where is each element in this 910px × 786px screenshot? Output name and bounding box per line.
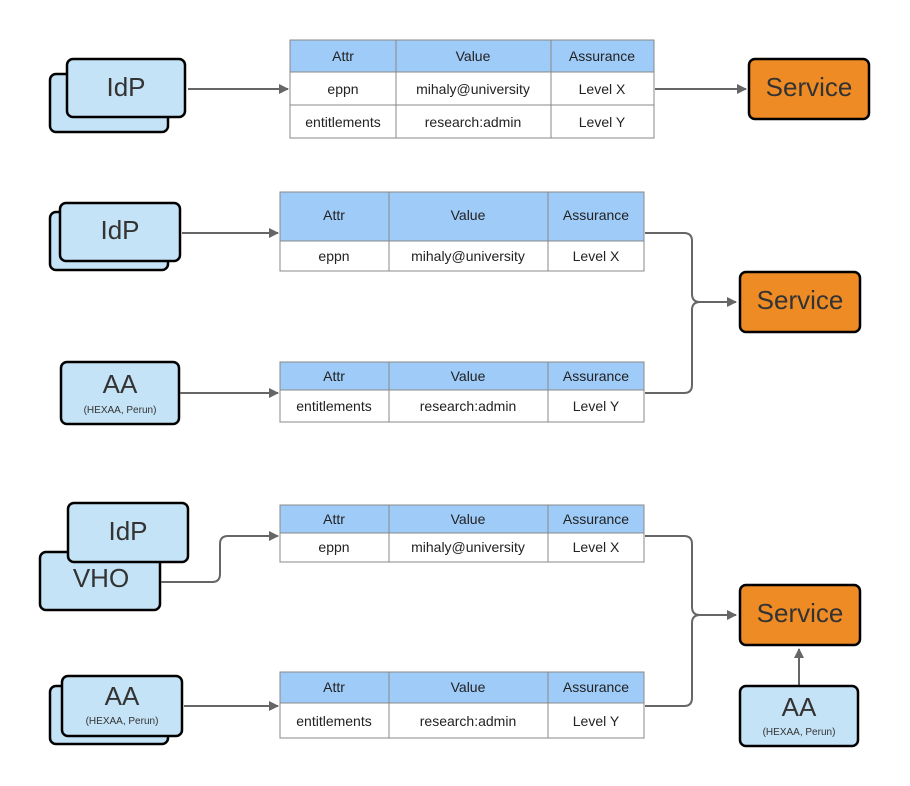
attribute-table-2: Attr Value Assurance eppn mihaly@univers… (279, 191, 645, 272)
cell-assurance: Level Y (573, 398, 620, 414)
cell-assurance: Level X (579, 81, 626, 97)
idp-label: IdP (106, 72, 145, 102)
edge-vho-to-table4 (161, 531, 279, 583)
aa-label: AA (105, 681, 140, 711)
attribute-table-5: Attr Value Assurance entitlements resear… (279, 671, 645, 739)
header-attr: Attr (323, 207, 345, 223)
table-header-bg (290, 40, 654, 72)
header-attr: Attr (323, 368, 345, 384)
cell-assurance: Level Y (579, 114, 626, 130)
vho-idp-node: VHO IdP (38, 501, 190, 612)
cell-attr: eppn (318, 248, 349, 264)
header-assurance: Assurance (563, 511, 629, 527)
service-label: Service (757, 285, 844, 315)
header-value: Value (451, 511, 486, 527)
edge-table3-to-service2 (645, 301, 736, 394)
scenario-2: IdP Attr Value Assurance eppn mihaly@uni… (48, 191, 862, 426)
header-value: Value (451, 207, 486, 223)
header-assurance: Assurance (569, 48, 635, 64)
cell-value: research:admin (420, 398, 517, 414)
cell-value: mihaly@university (416, 81, 530, 97)
cell-attr: eppn (318, 539, 349, 555)
idp-node-2: IdP (48, 201, 182, 272)
header-value: Value (451, 368, 486, 384)
service-node-2: Service (738, 270, 862, 334)
idp-label: IdP (108, 516, 147, 546)
aa-node-4: AA (HEXAA, Perun) (738, 684, 860, 748)
aa-sublabel: (HEXAA, Perun) (84, 405, 157, 416)
cell-value: mihaly@university (411, 248, 525, 264)
cell-assurance: Level X (573, 539, 620, 555)
cell-attr: entitlements (296, 398, 371, 414)
header-value: Value (451, 679, 486, 695)
scenario-1: IdP Attr Value Assurance eppn mihaly@uni… (48, 39, 871, 139)
table-header-bg (280, 505, 644, 533)
cell-value: research:admin (425, 114, 522, 130)
aa-label: AA (103, 369, 138, 399)
table-header-bg (280, 192, 644, 241)
aa-label: AA (782, 692, 817, 722)
cell-attr: entitlements (296, 713, 371, 729)
cell-attr: eppn (327, 81, 358, 97)
header-assurance: Assurance (563, 207, 629, 223)
header-attr: Attr (323, 679, 345, 695)
service-label: Service (766, 72, 853, 102)
vho-label: VHO (73, 563, 129, 593)
aa-sublabel: (HEXAA, Perun) (86, 716, 159, 727)
edge-table2-to-service2 (645, 232, 737, 307)
header-assurance: Assurance (563, 679, 629, 695)
scenario-3: VHO IdP Attr Value Assurance eppn mihaly… (38, 501, 862, 748)
edge-table4-to-service3 (645, 535, 737, 620)
header-value: Value (456, 48, 491, 64)
edge-table5-to-service3 (645, 614, 736, 707)
aa-sublabel: (HEXAA, Perun) (763, 727, 836, 738)
header-attr: Attr (323, 511, 345, 527)
service-node-1: Service (747, 57, 871, 121)
attribute-table-1: Attr Value Assurance eppn mihaly@univers… (289, 39, 655, 139)
table-header-bg (280, 362, 644, 390)
aa-node-3: AA (HEXAA, Perun) (48, 674, 184, 746)
idp-label: IdP (100, 215, 139, 245)
cell-value: research:admin (420, 713, 517, 729)
table-header-bg (280, 672, 644, 703)
cell-assurance: Level Y (573, 713, 620, 729)
cell-assurance: Level X (573, 248, 620, 264)
cell-value: mihaly@university (411, 539, 525, 555)
idp-node-1: IdP (48, 57, 187, 134)
service-node-3: Service (738, 583, 862, 647)
header-attr: Attr (332, 48, 354, 64)
attribute-table-3: Attr Value Assurance entitlements resear… (279, 361, 645, 423)
cell-attr: entitlements (305, 114, 380, 130)
service-label: Service (757, 598, 844, 628)
attribute-table-4: Attr Value Assurance eppn mihaly@univers… (279, 504, 645, 563)
header-assurance: Assurance (563, 368, 629, 384)
aa-node-2: AA (HEXAA, Perun) (59, 360, 181, 426)
